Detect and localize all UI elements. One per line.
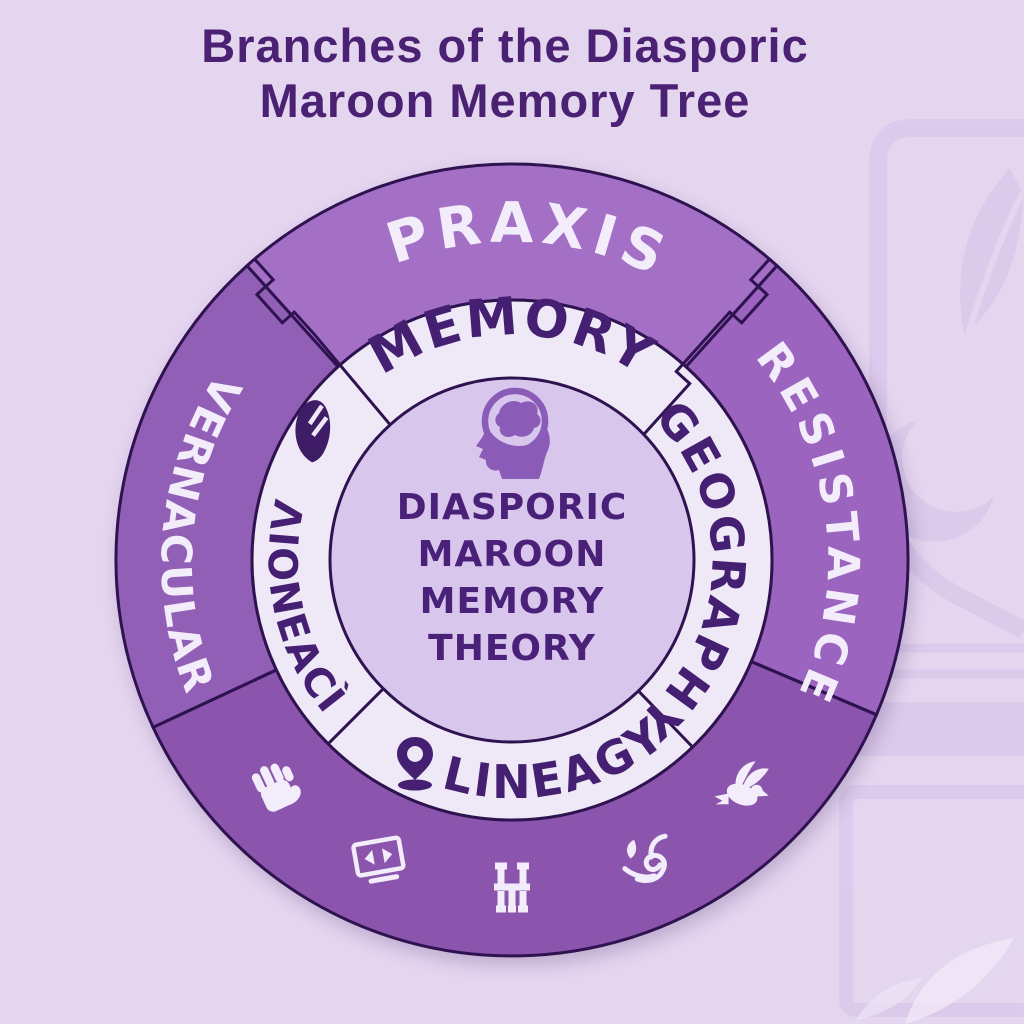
sankofa-swirl-icon (622, 833, 668, 884)
map-pin-icon (397, 737, 433, 791)
center-line-2: MAROON (418, 534, 607, 575)
center-circle (328, 376, 696, 744)
outer-ring (114, 162, 910, 958)
feather-watermark-icon (960, 168, 1024, 334)
screen-arrows-icon (351, 835, 406, 884)
center-title: DIASPORIC MAROON MEMORY THEORY (397, 487, 628, 669)
adinkra-cross-icon (494, 862, 530, 913)
leaf-icon (295, 400, 331, 463)
page-title-line-1: Branches of the Diasporic (201, 19, 808, 72)
center-line-4: THEORY (428, 628, 596, 669)
head-brain-icon (476, 387, 550, 479)
center-line-1: DIASPORIC (397, 487, 628, 528)
dove-icon (714, 761, 769, 806)
center-line-3: MEMORY (420, 581, 605, 622)
segment-dividers (152, 257, 878, 749)
raised-fist-icon (251, 763, 301, 812)
page-title-line-2: Maroon Memory Tree (260, 74, 751, 127)
page-title: Branches of the Diasporic Maroon Memory … (201, 19, 808, 127)
swirl-watermark-icon (905, 938, 1014, 1024)
